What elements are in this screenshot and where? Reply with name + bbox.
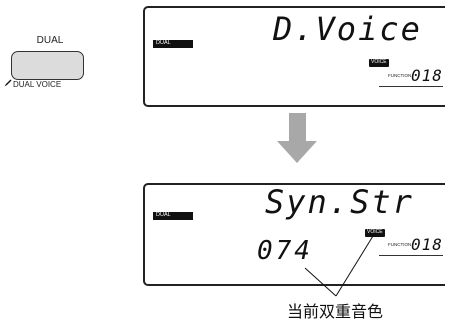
lcd-screen-after: DUAL Syn.Str VOICE 074 FUNCTION 018 bbox=[143, 183, 445, 286]
function-underline bbox=[379, 255, 443, 256]
voice-number: 074 bbox=[257, 236, 313, 266]
function-number: 018 bbox=[411, 235, 443, 254]
function-underline bbox=[379, 86, 443, 87]
down-arrow-head bbox=[277, 141, 317, 163]
lcd-screen-before: DUAL D.Voice VOICE FUNCTION 018 bbox=[143, 6, 445, 107]
pencil-icon bbox=[4, 79, 12, 89]
down-arrow-icon bbox=[289, 113, 306, 143]
voice-indicator: VOICE bbox=[369, 59, 389, 67]
dual-button-title: DUAL bbox=[36, 35, 64, 46]
dual-voice-caption-text: DUAL VOICE bbox=[13, 80, 62, 89]
function-label: FUNCTION bbox=[388, 242, 412, 247]
dual-indicator: DUAL bbox=[153, 40, 193, 48]
function-number: 018 bbox=[411, 66, 443, 85]
dual-indicator: DUAL bbox=[153, 212, 193, 220]
lcd-main-text: Syn.Str bbox=[265, 183, 414, 221]
dual-voice-caption: DUAL VOICE bbox=[4, 79, 61, 89]
function-label: FUNCTION bbox=[388, 73, 412, 78]
current-dual-voice-callout: 当前双重音色 bbox=[287, 302, 384, 321]
lcd-main-text: D.Voice bbox=[273, 10, 422, 48]
voice-indicator: VOICE bbox=[365, 229, 385, 237]
dual-button[interactable] bbox=[11, 51, 84, 80]
